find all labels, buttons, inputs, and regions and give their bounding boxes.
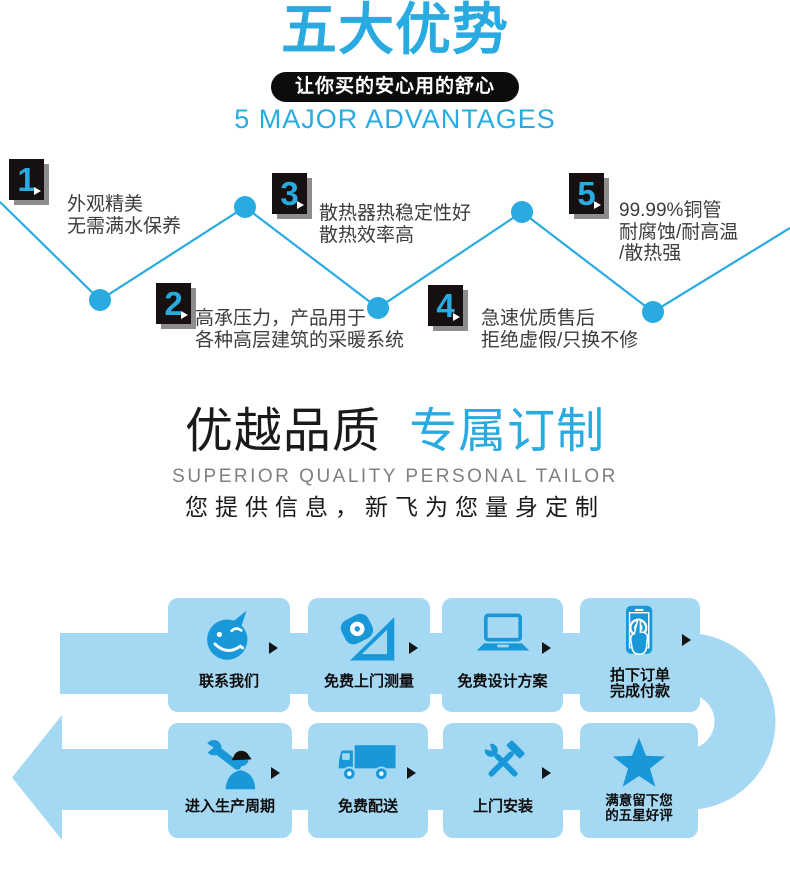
banner: 让你买的安心用的舒心 bbox=[270, 72, 520, 102]
process-step-label: 拍下订单 完成付款 bbox=[609, 667, 670, 700]
play-arrow-icon bbox=[297, 201, 304, 209]
process-step-label: 联系我们 bbox=[198, 673, 259, 690]
advantage-text: 99.99%铜管 耐腐蚀/耐高温 /散热强 bbox=[619, 200, 739, 264]
process-step-contact: 联系我们 bbox=[168, 598, 290, 712]
process-step-label: 免费设计方案 bbox=[457, 673, 548, 690]
quality-title-blue: 专属订制 bbox=[409, 405, 606, 458]
zigzag-dots bbox=[89, 196, 664, 323]
play-arrow-icon bbox=[181, 311, 188, 319]
advantage-number-badge: 3 bbox=[272, 173, 307, 214]
quality-title: 优越品质 专属订制 bbox=[0, 404, 790, 460]
process-step-label: 进入生产周期 bbox=[184, 798, 275, 815]
process-step-install: 上门安装 bbox=[443, 723, 563, 838]
process-step-review: 满意留下您 的五星好评 bbox=[580, 723, 698, 838]
quality-title-black: 优越品质 bbox=[184, 405, 381, 458]
next-arrow-icon bbox=[271, 767, 280, 779]
quality-subtitle-cn: 您提供信息，新飞为您量身定制 bbox=[185, 494, 605, 520]
process-step-order: 拍下订单 完成付款 bbox=[580, 598, 700, 712]
process-step-label: 免费上门测量 bbox=[323, 673, 414, 690]
worker-wrench-icon bbox=[201, 735, 259, 791]
next-arrow-icon bbox=[409, 642, 418, 654]
advantage-text: 急速优质售后 拒绝虚假/只换不修 bbox=[481, 308, 639, 351]
advantage-number: 5 bbox=[577, 175, 596, 212]
advantage-number-badge: 1 bbox=[9, 159, 44, 200]
install-tools-icon bbox=[475, 735, 531, 791]
phone-order-icon bbox=[612, 603, 668, 661]
process-step-label: 上门安装 bbox=[472, 798, 533, 815]
advantage-number-badge: 2 bbox=[156, 283, 191, 324]
advantage-number: 2 bbox=[164, 285, 183, 322]
process-step-label: 满意留下您 的五星好评 bbox=[605, 793, 673, 823]
advantage-number-badge: 5 bbox=[569, 173, 604, 214]
advantage-text: 高承压力，产品用于 各种高层建筑的采暖系统 bbox=[195, 308, 405, 351]
play-arrow-icon bbox=[34, 187, 41, 195]
laptop-icon bbox=[473, 608, 533, 666]
process-step-delivery: 免费配送 bbox=[308, 723, 428, 838]
next-arrow-icon bbox=[407, 767, 416, 779]
measure-ruler-icon bbox=[340, 608, 398, 666]
next-arrow-icon bbox=[542, 642, 551, 654]
delivery-truck-icon bbox=[336, 735, 400, 791]
next-arrow-icon bbox=[682, 634, 691, 646]
play-arrow-icon bbox=[594, 201, 601, 209]
next-arrow-icon bbox=[542, 767, 551, 779]
process-step-measure: 免费上门测量 bbox=[308, 598, 430, 712]
zigzag-line bbox=[0, 196, 790, 323]
advantage-number: 4 bbox=[436, 287, 455, 324]
chat-smiley-icon bbox=[201, 608, 257, 666]
advantages-subtitle-en: 5 MAJOR ADVANTAGES bbox=[234, 104, 556, 134]
advantage-text: 散热器热稳定性好 散热效率高 bbox=[319, 203, 472, 246]
quality-subtitle-en: SUPERIOR QUALITY PERSONAL TAILOR bbox=[172, 466, 618, 487]
process-step-design: 免费设计方案 bbox=[442, 598, 563, 712]
banner-text: 让你买的安心用的舒心 bbox=[294, 76, 496, 97]
advantage-number-badge: 4 bbox=[428, 285, 463, 326]
advantage-number: 3 bbox=[280, 175, 299, 212]
process-step-production: 进入生产周期 bbox=[168, 723, 292, 838]
play-arrow-icon bbox=[453, 313, 460, 321]
page-title: 五大优势 bbox=[281, 0, 509, 61]
advantage-text: 外观精美 无需满水保养 bbox=[67, 194, 182, 237]
star-icon bbox=[609, 735, 669, 791]
process-step-label: 免费配送 bbox=[337, 798, 398, 815]
advantage-number: 1 bbox=[17, 161, 36, 198]
next-arrow-icon bbox=[269, 642, 278, 654]
